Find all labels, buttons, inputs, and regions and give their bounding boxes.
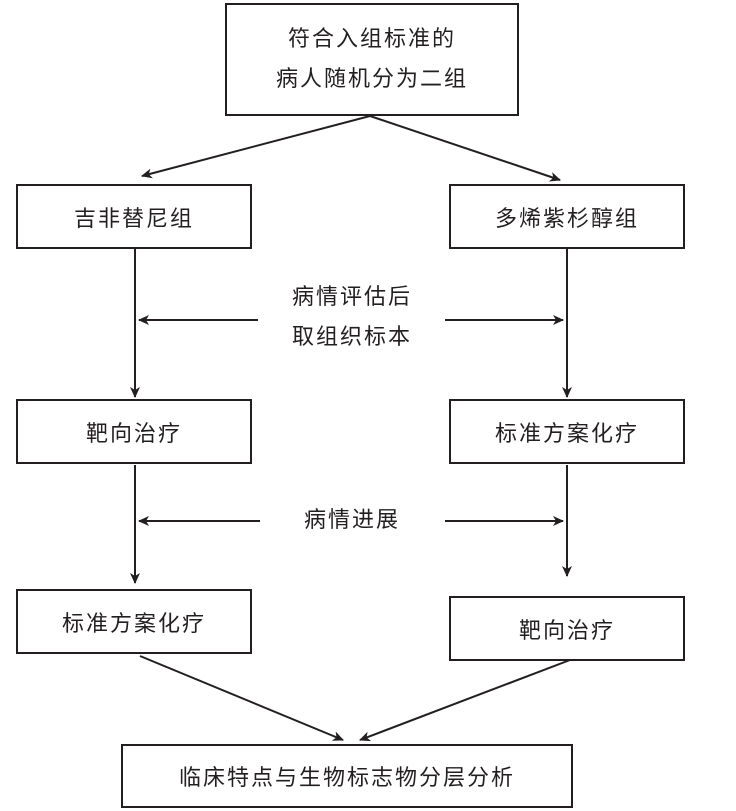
start-node: 符合入组标准的 病人随机分为二组 bbox=[225, 3, 519, 116]
final-node: 临床特点与生物标志物分层分析 bbox=[121, 744, 573, 808]
assess-label: 病情评估后 取组织标本 bbox=[262, 278, 442, 358]
start-node-line2: 病人随机分为二组 bbox=[275, 66, 468, 92]
arrow-start-to-left bbox=[141, 115, 371, 179]
left-stage1-node: 靶向治疗 bbox=[16, 399, 252, 464]
arrow-left-stage2-to-final bbox=[139, 655, 344, 741]
right-group-node: 多烯紫杉醇组 bbox=[449, 184, 685, 249]
left-group-node: 吉非替尼组 bbox=[16, 184, 252, 249]
progress-label: 病情进展 bbox=[262, 501, 442, 541]
assess-label-line2: 取组织标本 bbox=[291, 325, 412, 350]
left-stage2-node: 标准方案化疗 bbox=[16, 589, 252, 654]
start-node-line1: 符合入组标准的 bbox=[287, 26, 456, 52]
assess-label-line1: 病情评估后 bbox=[291, 285, 412, 310]
arrow-start-to-right bbox=[369, 115, 561, 182]
right-stage1-node: 标准方案化疗 bbox=[449, 399, 685, 464]
arrow-right-stage2-to-final bbox=[359, 659, 571, 742]
right-stage2-node: 靶向治疗 bbox=[449, 596, 685, 661]
